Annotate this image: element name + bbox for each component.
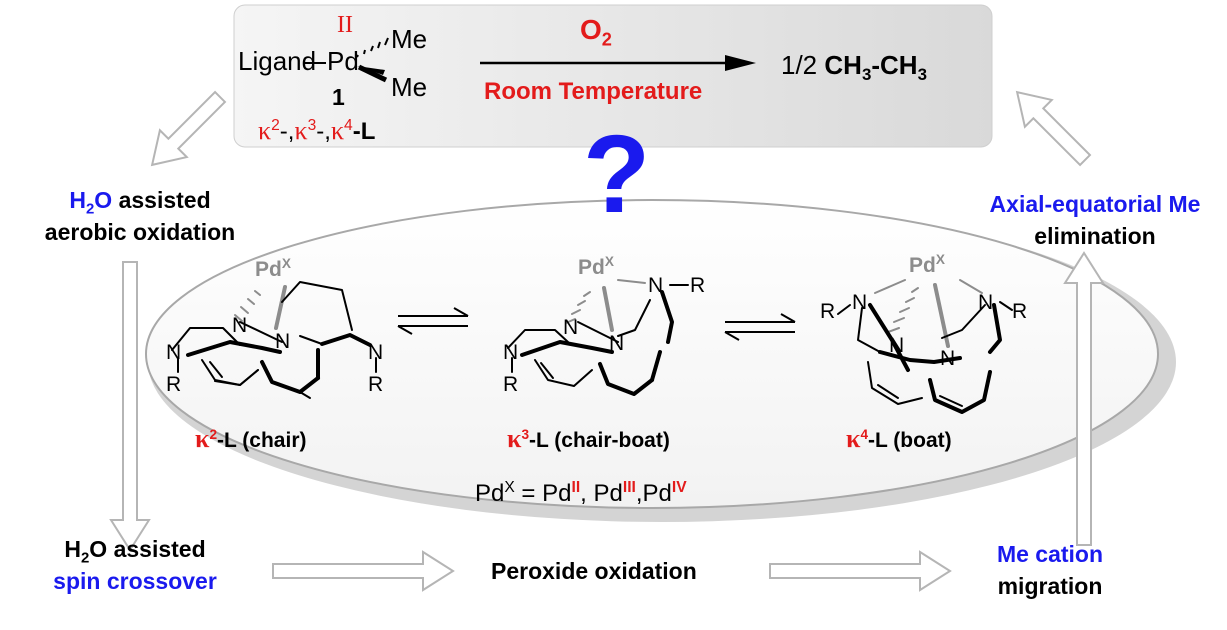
- chair-n-atom-left: N: [166, 341, 182, 364]
- boat-caption: κ4-L (boat): [846, 424, 952, 453]
- boat-n-atom-right: N: [978, 291, 994, 314]
- chair-boat-n-atom-left: N: [503, 341, 519, 364]
- chair-r-right: R: [368, 373, 384, 396]
- conformer-ellipse: [145, 199, 1159, 509]
- water-spin-crossover-label: H2O assisted spin crossover: [53, 536, 217, 594]
- cycle-arrow-bottom-2: [769, 550, 952, 592]
- equilibrium-arrows-2: [724, 313, 796, 341]
- chair-boat-caption: κ3-L (chair-boat): [507, 424, 670, 453]
- oxidation-state-label: II: [337, 12, 353, 38]
- cycle-arrow-top-right: [1015, 90, 1092, 167]
- chair-caption: κ2-L (chair): [195, 424, 307, 453]
- product-label: 1/2 CH3-CH3: [781, 50, 927, 85]
- chair-r-left: R: [166, 373, 182, 396]
- cycle-arrow-top-left: [150, 90, 227, 167]
- chair-boat-n-atom-top: N: [648, 274, 664, 297]
- cycle-arrow-right-up: [1063, 251, 1105, 546]
- chair-boat-n-atom-2: N: [609, 332, 625, 355]
- chair-boat-pd-label: PdX: [578, 254, 614, 279]
- chair-conformer-structure: [171, 281, 377, 399]
- methyl-label-bottom: Me: [391, 72, 428, 102]
- chair-boat-n-atom-1: N: [563, 316, 579, 339]
- boat-conformer-structure: [837, 279, 1013, 414]
- cycle-arrow-left-down: [109, 261, 151, 552]
- oxidant-label: O2: [580, 14, 612, 50]
- question-mark: ?: [583, 113, 651, 236]
- reaction-arrow-head: [725, 55, 756, 71]
- chair-pd-label: PdX: [255, 256, 291, 281]
- pd-oxidation-state-legend: PdX = PdII, PdIII,PdIV: [475, 479, 687, 507]
- chair-boat-conformer-structure: [507, 279, 689, 396]
- boat-n-atom-2: N: [940, 347, 956, 370]
- axial-equatorial-elimination-label: Axial-equatorial Me elimination: [989, 191, 1201, 249]
- chair-n-atom-right: N: [368, 341, 384, 364]
- boat-n-atom-left: N: [852, 291, 868, 314]
- chair-boat-r-top: R: [690, 274, 706, 297]
- condition-label: Room Temperature: [484, 78, 703, 105]
- chair-boat-r-left: R: [503, 373, 519, 396]
- kappa-denticity-label: κ2-,κ3-,κ4-L: [258, 116, 376, 145]
- hashed-me-bond: [356, 37, 389, 58]
- boat-n-atom-1: N: [889, 334, 905, 357]
- cycle-arrow-bottom-1: [272, 550, 455, 592]
- peroxide-oxidation-label: Peroxide oxidation: [491, 558, 697, 584]
- chair-n-atom-2: N: [275, 330, 291, 353]
- methyl-label-top: Me: [391, 24, 428, 54]
- boat-r-right: R: [1012, 300, 1028, 323]
- pd-label: Pd: [327, 46, 359, 76]
- chair-n-atom-1: N: [232, 314, 248, 337]
- boat-pd-label: PdX: [909, 252, 945, 277]
- boat-r-left: R: [820, 300, 836, 323]
- water-aerobic-oxidation-label: H2O assisted aerobic oxidation: [44, 187, 236, 245]
- reaction-box: [233, 4, 993, 148]
- equilibrium-arrows-1: [397, 307, 469, 335]
- ligand-label: Ligand: [238, 46, 317, 76]
- complex-number: 1: [332, 84, 345, 110]
- me-cation-migration-label: Me cation migration: [996, 541, 1104, 599]
